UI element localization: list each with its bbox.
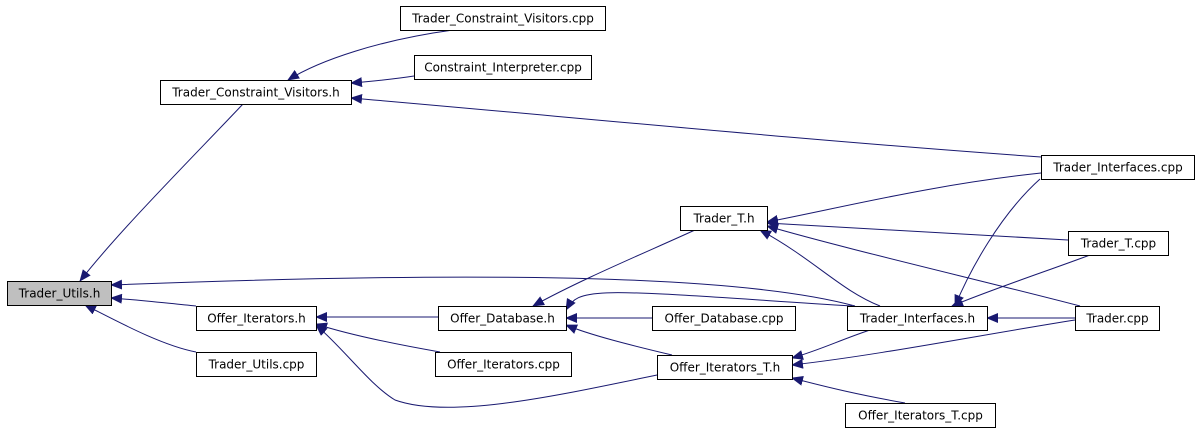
- node-label: Trader_Interfaces.h: [859, 312, 975, 326]
- edge-trader-interfaces-h-to-trader-t-h: [759, 229, 881, 307]
- node-offer-iterators-cpp[interactable]: Offer_Iterators.cpp: [435, 352, 572, 377]
- edge-offer-iterators-t-h-to-offer-database-h: [565, 324, 673, 356]
- node-label: Offer_Iterators_T.h: [670, 361, 781, 375]
- edge-trader-interfaces-h-to-trader-utils-h: [110, 276, 856, 307]
- node-label: Trader_T.h: [692, 212, 754, 226]
- edge-trader-t-cpp-to-trader-t-h: [766, 218, 1069, 241]
- node-trader-t-cpp[interactable]: Trader_T.cpp: [1068, 231, 1169, 256]
- node-offer-database-cpp[interactable]: Offer_Database.cpp: [652, 306, 796, 331]
- edge-offer-iterators-h-to-trader-utils-h: [110, 293, 197, 307]
- edge-constraint-interpreter-cpp-to-trader-constraint-visitors-h: [350, 75, 415, 88]
- node-offer-iterators-t-cpp[interactable]: Offer_Iterators_T.cpp: [845, 403, 996, 428]
- edge-trader-t-h-to-offer-database-h: [532, 229, 696, 307]
- node-label: Offer_Database.h: [450, 312, 555, 326]
- edge-trader-t-cpp-to-trader-interfaces-h: [951, 254, 1091, 307]
- node-trader-constraint-visitors-h[interactable]: Trader_Constraint_Visitors.h: [160, 80, 352, 105]
- node-trader-interfaces-h[interactable]: Trader_Interfaces.h: [847, 306, 988, 331]
- node-trader-interfaces-cpp[interactable]: Trader_Interfaces.cpp: [1041, 155, 1195, 180]
- edge-trader-interfaces-h-to-offer-iterators-t-h: [791, 329, 871, 360]
- edge-trader-interfaces-cpp-to-trader-t-h: [766, 172, 1042, 225]
- node-offer-iterators-t-h[interactable]: Offer_Iterators_T.h: [657, 355, 793, 380]
- node-label: Trader_Constraint_Visitors.h: [171, 86, 340, 100]
- node-constraint-interpreter-cpp[interactable]: Constraint_Interpreter.cpp: [414, 55, 592, 80]
- node-trader-t-h[interactable]: Trader_T.h: [680, 206, 768, 231]
- edge-trader-interfaces-h-to-offer-database-h: [565, 292, 853, 311]
- edge-trader-cpp-to-offer-iterators-t-h: [791, 319, 1076, 369]
- node-label: Trader.cpp: [1085, 312, 1148, 326]
- node-offer-database-h[interactable]: Offer_Database.h: [438, 306, 567, 331]
- node-trader-constraint-visitors-cpp[interactable]: Trader_Constraint_Visitors.cpp: [400, 6, 606, 31]
- node-trader-cpp[interactable]: Trader.cpp: [1075, 306, 1160, 331]
- node-label: Trader_T.cpp: [1080, 237, 1156, 251]
- edge-offer-iterators-t-h-to-offer-iterators-h: [315, 324, 658, 408]
- node-trader-utils-h[interactable]: Trader_Utils.h: [7, 281, 112, 306]
- node-label: Trader_Interfaces.cpp: [1052, 161, 1182, 175]
- node-label: Trader_Utils.h: [18, 287, 101, 301]
- edge-offer-iterators-cpp-to-offer-iterators-h: [315, 322, 441, 353]
- edge-trader-cpp-to-trader-t-h: [766, 224, 1081, 307]
- edge-trader-interfaces-cpp-to-trader-constraint-visitors-h: [350, 93, 1042, 158]
- edge-offer-iterators-t-cpp-to-offer-iterators-t-h: [791, 375, 906, 404]
- node-label: Offer_Iterators_T.cpp: [858, 409, 983, 423]
- edge-trader-utils-cpp-to-trader-utils-h: [84, 304, 197, 353]
- node-label: Offer_Database.cpp: [665, 312, 784, 326]
- node-trader-utils-cpp[interactable]: Trader_Utils.cpp: [196, 352, 317, 377]
- node-offer-iterators-h[interactable]: Offer_Iterators.h: [196, 306, 317, 331]
- node-label: Trader_Utils.cpp: [208, 358, 305, 372]
- edge-layer: [79, 29, 1091, 408]
- edge-trader-interfaces-cpp-to-trader-interfaces-h: [954, 178, 1041, 307]
- node-label: Trader_Constraint_Visitors.cpp: [411, 12, 594, 26]
- node-label: Constraint_Interpreter.cpp: [424, 61, 582, 75]
- node-label: Offer_Iterators.h: [207, 312, 306, 326]
- node-layer: Trader_Utils.h Trader_Constraint_Visitors…: [7, 6, 1195, 428]
- node-label: Offer_Iterators.cpp: [447, 358, 560, 372]
- edge-trader-constraint-visitors-cpp-to-trader-constraint-visitors-h: [287, 29, 454, 81]
- edge-trader-constraint-visitors-h-to-trader-utils-h: [79, 103, 244, 282]
